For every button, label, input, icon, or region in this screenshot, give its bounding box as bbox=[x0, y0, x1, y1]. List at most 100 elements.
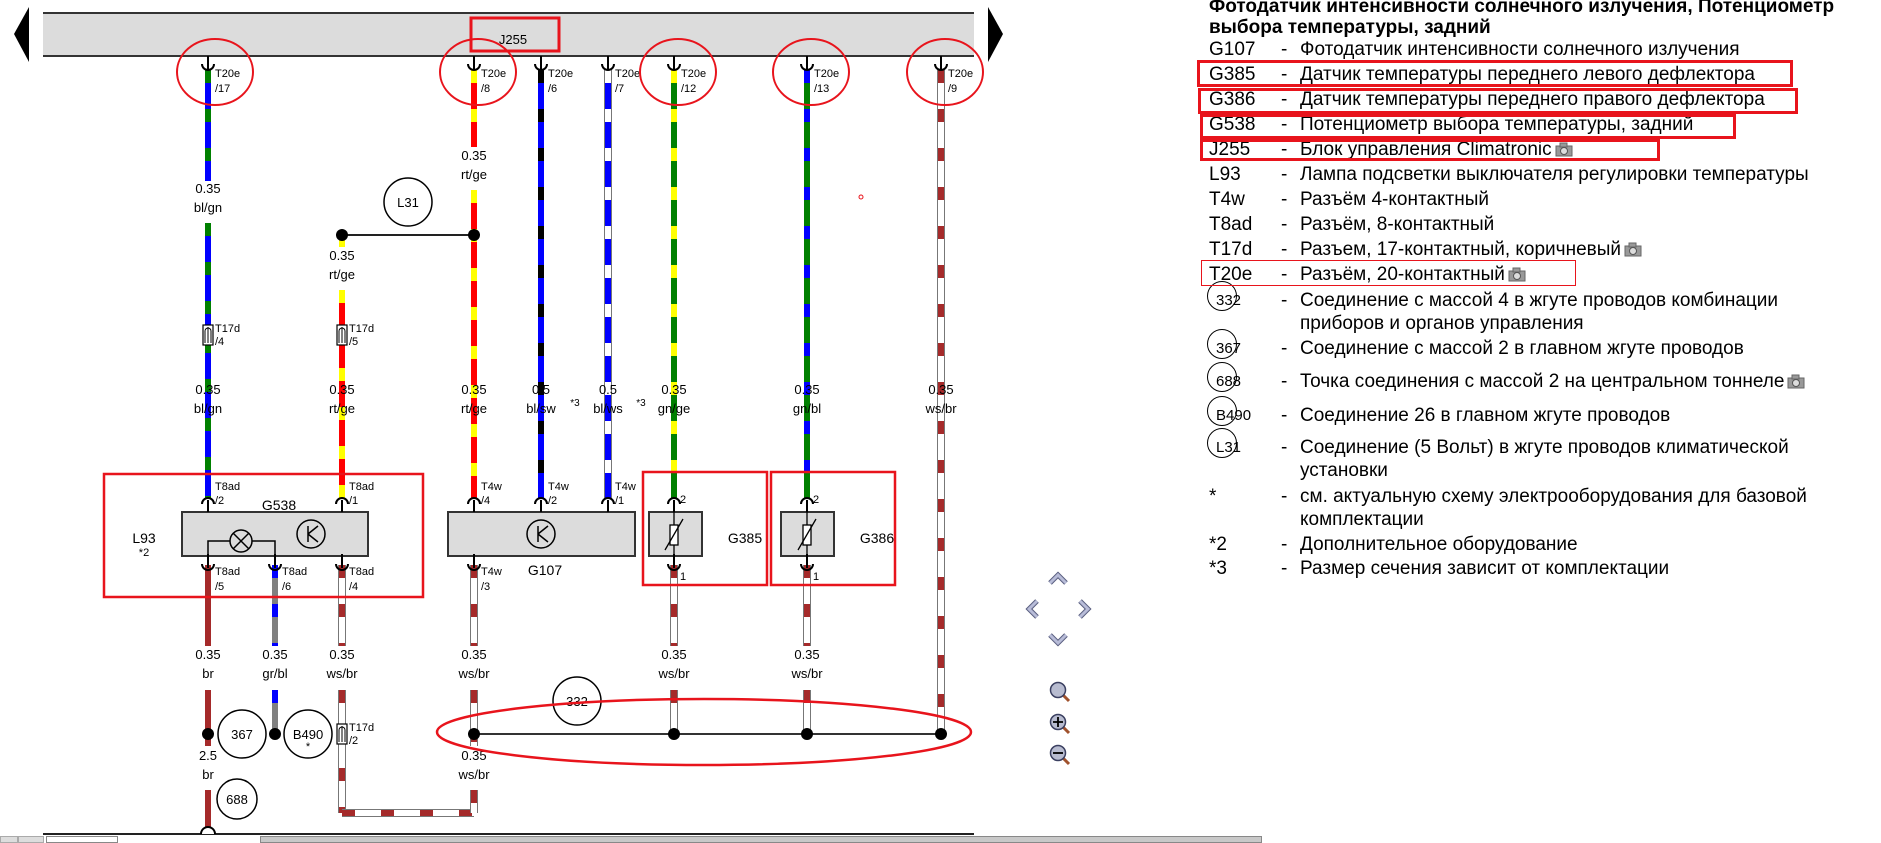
t4w-pin: /2 bbox=[548, 495, 557, 507]
wire-gauge-label: 0.5 bbox=[599, 382, 617, 397]
legend-highlight-t20e bbox=[1201, 260, 1576, 286]
legend-dash: - bbox=[1281, 214, 1288, 235]
highlight-layer bbox=[102, 16, 984, 767]
horizontal-scrollbar[interactable] bbox=[0, 836, 1881, 843]
wire-gauge-label: 0.35 bbox=[461, 647, 486, 662]
ecu-pin-connector: T20e bbox=[948, 68, 973, 80]
legend-description: Датчик температуры переднего правого деф… bbox=[1300, 89, 1765, 110]
wire-color-label: ws/br bbox=[657, 666, 690, 681]
pan-up-icon[interactable] bbox=[1048, 571, 1068, 587]
connector-pin-icon bbox=[268, 563, 282, 571]
pan-right-icon[interactable] bbox=[1076, 599, 1092, 619]
ecu-pin-connector: T20e bbox=[215, 68, 240, 80]
g107-label: G107 bbox=[528, 562, 562, 578]
t8ad-pin: /5 bbox=[215, 581, 224, 593]
legend-description: Соединение с массой 2 в главном жгуте пр… bbox=[1300, 338, 1744, 359]
legend-code: 688 bbox=[1216, 373, 1242, 390]
legend-dash: - bbox=[1281, 558, 1288, 579]
connector-pin-icon bbox=[667, 563, 681, 571]
legend-dash: - bbox=[1281, 39, 1288, 60]
legend-description-cont: приборов и органов управления bbox=[1300, 313, 1584, 334]
wire-color-label: bl/ws bbox=[593, 401, 623, 416]
inline-connector-name: T17d bbox=[349, 722, 374, 734]
t8ad-pin: /4 bbox=[349, 581, 358, 593]
legend-dash: - bbox=[1281, 486, 1288, 507]
splice-l31-label: L31 bbox=[397, 195, 419, 210]
t4w-connector: T4w bbox=[481, 481, 502, 493]
legend-description: Соединение (5 Вольт) в жгуте проводов кл… bbox=[1300, 437, 1789, 458]
ecu-label: J255 bbox=[499, 32, 527, 47]
ecu-pin-connector: T20e bbox=[481, 68, 506, 80]
pan-left-icon[interactable] bbox=[1025, 599, 1041, 619]
wire-gauge-label: 0.35 bbox=[794, 647, 819, 662]
photo-sensor-icon bbox=[296, 519, 326, 549]
g538-label: G538 bbox=[262, 497, 296, 513]
legend-code: T20e bbox=[1209, 264, 1253, 285]
camera-icon[interactable] bbox=[1624, 242, 1642, 257]
ecu-j255-bar bbox=[43, 13, 974, 56]
highlight-g385 bbox=[641, 470, 769, 587]
lamp-l93-icon bbox=[229, 529, 253, 553]
camera-icon[interactable] bbox=[1508, 267, 1526, 282]
highlight-ecu-pin bbox=[439, 38, 517, 106]
ground-688 bbox=[216, 778, 258, 820]
legend-dash: - bbox=[1281, 437, 1288, 458]
legend-highlight-g386 bbox=[1198, 88, 1798, 114]
inline-connector-glyph bbox=[204, 327, 212, 343]
legend-description: Разъём, 8-контактный bbox=[1300, 214, 1495, 235]
highlight-ecu-pin bbox=[639, 38, 717, 106]
g386-pin-bottom: 1 bbox=[813, 571, 819, 583]
t4w-pin: /3 bbox=[481, 581, 490, 593]
wire-gauge-label: 0.35 bbox=[329, 382, 354, 397]
legend-dash: - bbox=[1281, 139, 1288, 160]
wire-gauge-label: 0.35 bbox=[195, 181, 220, 196]
ecu-pin-number: /6 bbox=[548, 83, 557, 95]
legend-code: 367 bbox=[1216, 340, 1242, 357]
photo-glyph bbox=[537, 525, 549, 543]
legend-code: G386 bbox=[1209, 89, 1256, 110]
wire-color-label: bl/sw bbox=[526, 401, 556, 416]
inline-connector-name: T17d bbox=[215, 323, 240, 335]
ground-367 bbox=[217, 709, 267, 759]
legend-description: Датчик температуры переднего левого дефл… bbox=[1300, 64, 1755, 85]
parts-layer bbox=[14, 7, 1003, 835]
splice-b490-label: B490 bbox=[293, 727, 323, 742]
legend-highlight-g538 bbox=[1200, 114, 1736, 139]
legend-description: Соединение 26 в главном жгуте проводов bbox=[1300, 405, 1671, 426]
zoom-out-icon[interactable] bbox=[1048, 743, 1072, 767]
legend-ground-symbol: B490 bbox=[1207, 396, 1251, 426]
camera-icon[interactable] bbox=[1555, 142, 1573, 157]
wire-gauge-label: 0.35 bbox=[461, 382, 486, 397]
connector-pin-icon bbox=[667, 497, 681, 505]
inline-connector-name: T17d bbox=[349, 323, 374, 335]
wire-color-label: br bbox=[202, 666, 214, 681]
lamp-cross bbox=[232, 532, 250, 550]
ecu-pin-number: /9 bbox=[948, 83, 957, 95]
wire-gauge-label: 0.35 bbox=[195, 647, 220, 662]
wire-gauge-label: 0.35 bbox=[661, 647, 686, 662]
ground-332-label: 332 bbox=[566, 694, 588, 709]
junction-dot bbox=[935, 728, 947, 740]
pan-down-icon[interactable] bbox=[1048, 631, 1068, 647]
wire-gauge-label: 0.35 bbox=[329, 647, 354, 662]
photo-sensor-icon bbox=[526, 519, 556, 549]
zoom-in-icon[interactable] bbox=[1048, 712, 1072, 736]
camera-icon[interactable] bbox=[1787, 374, 1805, 389]
scroll-right-arrow-icon[interactable] bbox=[988, 7, 1003, 62]
t4w-pin: /4 bbox=[481, 495, 490, 507]
junction-dot bbox=[668, 728, 680, 740]
t4w-connector: T4w bbox=[615, 481, 636, 493]
ecu-pin-number: /8 bbox=[481, 83, 490, 95]
scroll-left-arrow-icon[interactable] bbox=[14, 7, 29, 62]
zoom-fit-icon[interactable] bbox=[1048, 680, 1072, 704]
wire-color-label: gn/ge bbox=[658, 401, 691, 416]
l93-note: *2 bbox=[139, 547, 149, 559]
legend-dash: - bbox=[1281, 405, 1288, 426]
wire-gauge-label: 2.5 bbox=[199, 748, 217, 763]
t8ad-connector: T8ad bbox=[349, 481, 374, 493]
legend-description: Лампа подсветки выключателя регулировки … bbox=[1300, 164, 1809, 185]
connector-pin-icon bbox=[335, 563, 349, 571]
legend-description: Разъём, 20-контактный bbox=[1300, 264, 1526, 286]
g386-pin-top: 2 bbox=[813, 494, 819, 506]
t4w-pin: /1 bbox=[615, 495, 624, 507]
